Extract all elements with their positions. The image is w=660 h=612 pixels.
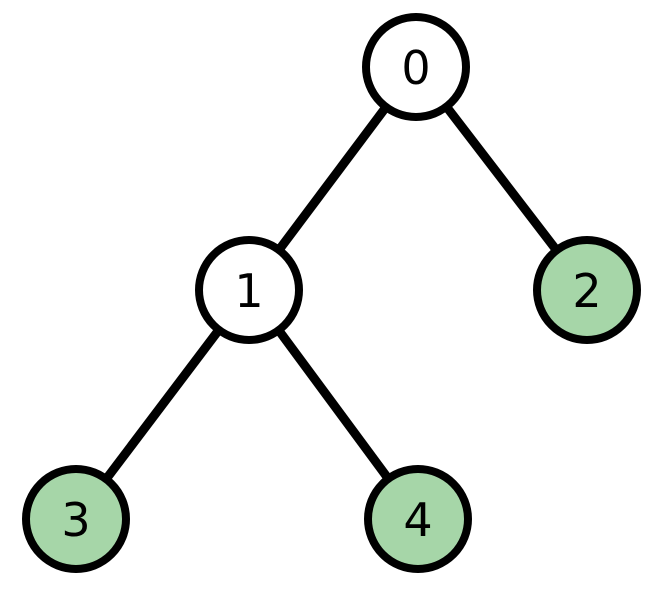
tree-node[interactable]: 1 bbox=[195, 236, 303, 344]
node-circle[interactable] bbox=[364, 465, 472, 573]
nodes-layer: 0 1 2 3 4 bbox=[22, 13, 641, 573]
node-circle[interactable] bbox=[195, 236, 303, 344]
tree-node[interactable]: 4 bbox=[364, 465, 472, 573]
edges-layer bbox=[72, 64, 591, 522]
tree-node[interactable]: 3 bbox=[22, 465, 130, 573]
node-circle[interactable] bbox=[533, 236, 641, 344]
tree-node[interactable]: 0 bbox=[362, 13, 470, 121]
node-circle[interactable] bbox=[362, 13, 470, 121]
tree-node[interactable]: 2 bbox=[533, 236, 641, 344]
node-circle[interactable] bbox=[22, 465, 130, 573]
